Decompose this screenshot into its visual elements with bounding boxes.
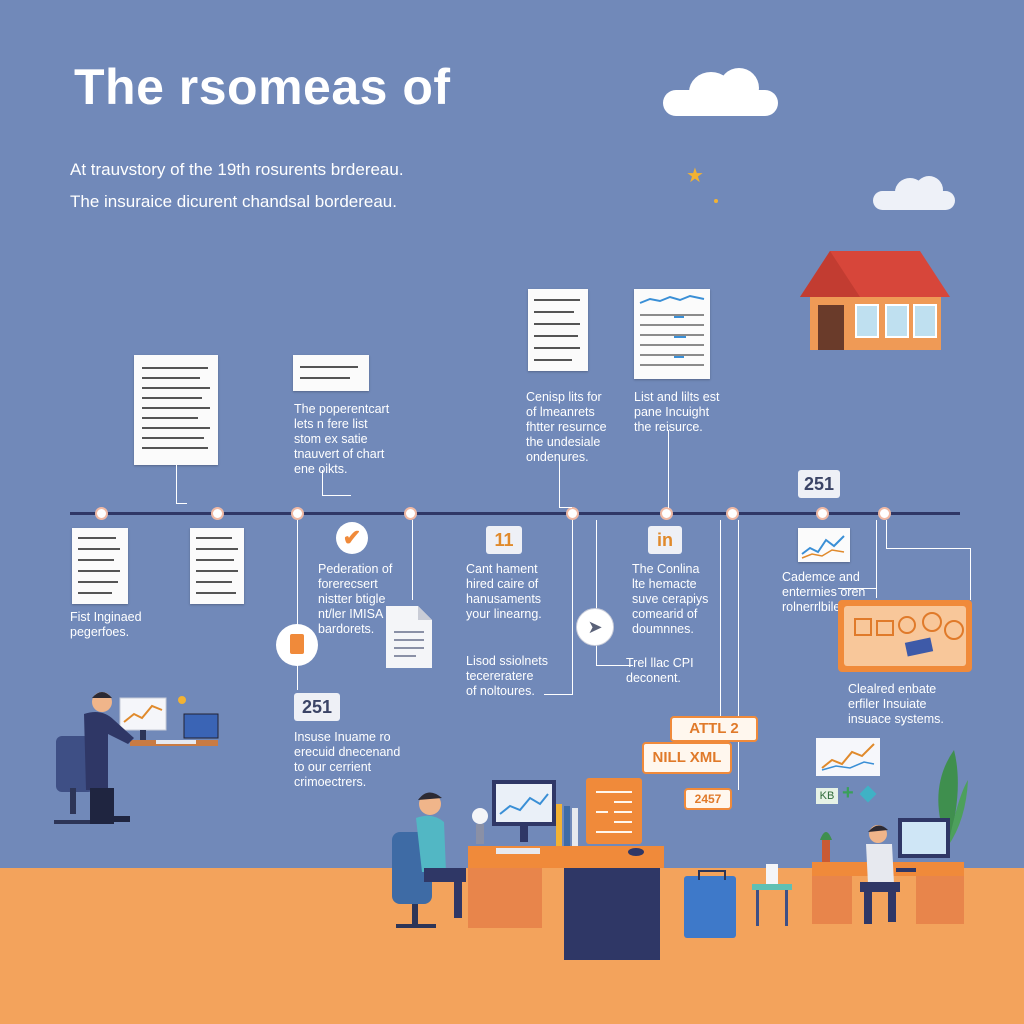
year-badge: in [648, 526, 682, 554]
note-document-icon [293, 355, 369, 391]
file-icon [386, 606, 432, 668]
timeline-axis [70, 512, 960, 515]
form-document-icon [72, 528, 128, 604]
milestone-text: Clealred enbate erfiler Insuiate insuace… [848, 682, 944, 726]
star-icon: ★ [686, 165, 704, 187]
subtitle-line-1: At trauvstory of the 19th rosurents brde… [70, 160, 404, 179]
connector-line [876, 520, 889, 598]
timeline-node [660, 507, 673, 520]
format-tag: ATTL 2 [670, 716, 758, 742]
data-flow-icon [586, 778, 642, 844]
sparkle-icon [714, 199, 718, 203]
subtitle-line-2: The insuraice dicurent chandsal borderea… [70, 192, 397, 211]
year-badge: 251 [294, 693, 340, 721]
format-tag: NILL XML [642, 742, 732, 774]
connector-line [544, 694, 572, 695]
connector-line [668, 430, 669, 508]
cloud-icon [663, 68, 778, 116]
analyst-workstation-illustration [808, 750, 968, 930]
year-badge: 11 [486, 526, 522, 554]
form-document-icon [190, 528, 244, 604]
format-tag: 2457 [684, 788, 732, 810]
connector-line [559, 455, 572, 508]
document-circle-icon [276, 624, 318, 666]
connector-line [412, 520, 413, 600]
milestone-text: Lisod ssiolnets tecereratere of noltoure… [466, 654, 548, 698]
send-icon: ➤ [576, 608, 614, 646]
page-title: The rsomeas of [74, 59, 451, 115]
house-icon [800, 250, 950, 350]
timeline-node [291, 507, 304, 520]
milestone-text: Fist Inginaed pegerfoes. [70, 610, 142, 639]
filing-cabinet-icon [684, 870, 736, 938]
central-workstation-illustration [388, 776, 664, 962]
plus-icon: + [842, 782, 854, 804]
side-table-icon [752, 864, 792, 926]
chart-poster-icon [816, 738, 880, 776]
ledger-document-icon [528, 289, 588, 371]
office-worker-illustration [50, 680, 230, 830]
timeline-node [566, 507, 579, 520]
timeline-node [878, 507, 891, 520]
connector-line [886, 520, 971, 549]
dashboard-panel [838, 600, 972, 672]
connector-line [596, 520, 633, 666]
handwritten-document-icon [134, 355, 218, 465]
milestone-text: Trel llac CPI deconent. [626, 656, 694, 685]
timeline-node [404, 507, 417, 520]
milestone-text: Pederation of forerecsert nistter btigle… [318, 562, 393, 636]
timeline-node [95, 507, 108, 520]
connector-line [176, 465, 187, 504]
milestone-text: Cant hament hired caire of hanusaments y… [466, 562, 542, 621]
connector-line [322, 470, 351, 496]
connector-line [297, 520, 298, 690]
cloud-icon [873, 176, 955, 210]
spreadsheet-document-icon [634, 289, 710, 379]
year-badge: 251 [798, 470, 840, 498]
timeline-node [816, 507, 829, 520]
milestone-text: Insuse Inuame ro erecuid dnecenand to ou… [294, 730, 401, 789]
kb-badge: KB [816, 788, 838, 804]
timeline-node [211, 507, 224, 520]
milestone-text: The Conlina lte hemacte suve cerapiys co… [632, 562, 709, 636]
milestone-text: Cenisp lits for of lmeanrets fhtter resu… [526, 390, 607, 464]
milestone-text: List and lilts est pane Incuight the rei… [634, 390, 720, 434]
connector-line [970, 548, 971, 600]
milestone-text: Cademce and entermies oren rolnerrlbile. [782, 570, 866, 614]
chart-document-icon [798, 528, 850, 562]
connector-line [838, 588, 876, 589]
milestone-text: The poperentcart lets n fere list stom e… [294, 402, 390, 476]
connector-line [720, 520, 721, 720]
connector-line [572, 520, 574, 695]
checkmark-icon: ✔ [336, 522, 368, 554]
connector-line [738, 520, 739, 790]
timeline-node [726, 507, 739, 520]
